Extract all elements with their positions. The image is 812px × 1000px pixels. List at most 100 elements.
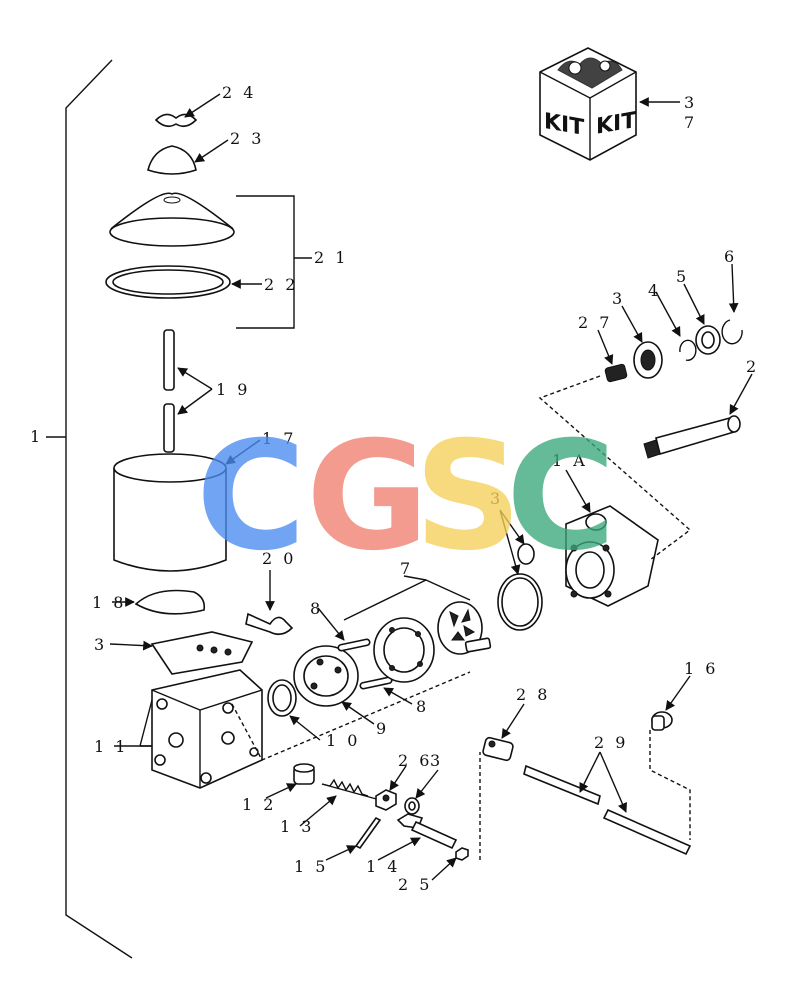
- leader-29b: [599, 751, 627, 813]
- leader-16: [665, 675, 691, 711]
- callout-15: 1 5: [294, 857, 328, 876]
- disk-18: [134, 589, 206, 615]
- callout-20: 2 0: [262, 549, 296, 568]
- pin-15: [354, 816, 382, 850]
- leader-8-bottom: [383, 687, 413, 705]
- axis-line-shaft: [538, 375, 692, 561]
- watermark-letter-3: S: [414, 410, 522, 584]
- callout-18: 1 8: [92, 593, 126, 612]
- callout-3-ring: 3: [490, 489, 503, 508]
- leader-14: [377, 837, 421, 861]
- kit-box-icon: KIT KIT: [539, 47, 637, 161]
- leader-3-washer: [415, 769, 439, 799]
- nut-25: [455, 847, 469, 861]
- callout-4: 4: [648, 281, 661, 300]
- studs-19: [163, 329, 175, 453]
- clip-20: [245, 612, 294, 636]
- plate-3: [150, 631, 254, 675]
- watermark: C G S C: [196, 410, 616, 584]
- callout-28: 2 8: [516, 685, 550, 704]
- leader-5: [683, 283, 705, 325]
- cap-nut-23: [147, 145, 197, 175]
- callout-8-top: 8: [310, 599, 323, 618]
- callout-1a: 1 A: [552, 451, 588, 470]
- callout-3-washer: 3: [430, 751, 443, 770]
- sleeve-28: [482, 736, 514, 762]
- rotor-set-7: [373, 601, 492, 683]
- callout-10: 1 0: [326, 731, 360, 750]
- axis-line-lower: [479, 730, 691, 860]
- rods-29: [523, 764, 692, 856]
- leader-28: [501, 703, 525, 739]
- spring-13: [321, 778, 381, 801]
- leader-10: [289, 715, 321, 741]
- axis-line-main: [231, 671, 471, 761]
- callout-7: 7: [400, 559, 413, 578]
- leader-1a: [565, 469, 591, 513]
- callout-16: 1 6: [684, 659, 718, 678]
- callout-21: 2 1: [314, 248, 348, 267]
- watermark-letter-2: G: [306, 410, 429, 584]
- leader-9: [341, 701, 375, 725]
- leader-12: [265, 783, 297, 799]
- callout-1: 1: [30, 427, 43, 446]
- pins-8: [337, 638, 393, 690]
- leader-3-plate: [109, 640, 153, 651]
- cam-ring-9: [293, 645, 359, 707]
- leader-17: [225, 439, 261, 465]
- leader-13: [299, 795, 337, 827]
- snap-ring-4: [679, 339, 697, 361]
- callout-13: 1 3: [280, 817, 314, 836]
- leader-3-seal: [621, 305, 643, 343]
- callout-3-plate: 3: [94, 635, 107, 654]
- callout-6: 6: [724, 247, 737, 266]
- leader-7: [403, 575, 427, 581]
- seal-10: [267, 679, 297, 717]
- o-ring-3: [497, 543, 543, 631]
- leader-19a: [177, 367, 213, 390]
- callout-37-line2: 7: [684, 113, 697, 132]
- callout-3-seal: 3: [612, 289, 625, 308]
- callout-14: 1 4: [366, 857, 400, 876]
- washer-5: [695, 325, 721, 355]
- callout-5: 5: [676, 267, 689, 286]
- callout-22: 2 2: [264, 275, 298, 294]
- leader-3-ring-b: [499, 509, 525, 545]
- callout-8-bottom: 8: [416, 697, 429, 716]
- wing-nut-24: [154, 113, 198, 128]
- watermark-letter-1: C: [196, 410, 306, 584]
- washer-3: [404, 797, 420, 815]
- gasket-22: [105, 265, 231, 299]
- pump-housing-1a: [565, 505, 659, 607]
- callout-2: 2: [746, 357, 759, 376]
- callout-19: 1 9: [216, 380, 250, 399]
- callout-12: 1 2: [242, 795, 276, 814]
- adjusting-screw-14: [396, 813, 458, 850]
- leader-24: [184, 93, 221, 118]
- leader-11b: [139, 699, 153, 747]
- leader-8-top: [317, 607, 345, 641]
- callout-23: 2 3: [230, 129, 264, 148]
- callout-26: 2 6: [398, 751, 432, 770]
- leader-25: [431, 857, 457, 881]
- leader-19b: [177, 388, 213, 415]
- needle-bearing-27: [604, 363, 628, 383]
- bracket-21: [236, 195, 295, 329]
- leader-4: [655, 291, 681, 337]
- leader-2: [729, 373, 753, 415]
- leader-23: [194, 139, 229, 163]
- knob-16: [651, 711, 673, 731]
- drive-shaft-2: [643, 415, 741, 459]
- nut-26: [375, 789, 397, 811]
- watermark-letter-4: C: [506, 410, 616, 584]
- callout-17: 1 7: [262, 429, 296, 448]
- retaining-ring-6: [721, 319, 743, 345]
- leader-3-ring-a: [499, 509, 521, 575]
- shaft-seal-3: [633, 341, 663, 379]
- filter-lid-21: [109, 192, 235, 247]
- callout-24: 2 4: [222, 83, 256, 102]
- callout-11: 1 1: [94, 737, 128, 756]
- callout-27: 2 7: [578, 313, 612, 332]
- main-bracket: [65, 59, 133, 959]
